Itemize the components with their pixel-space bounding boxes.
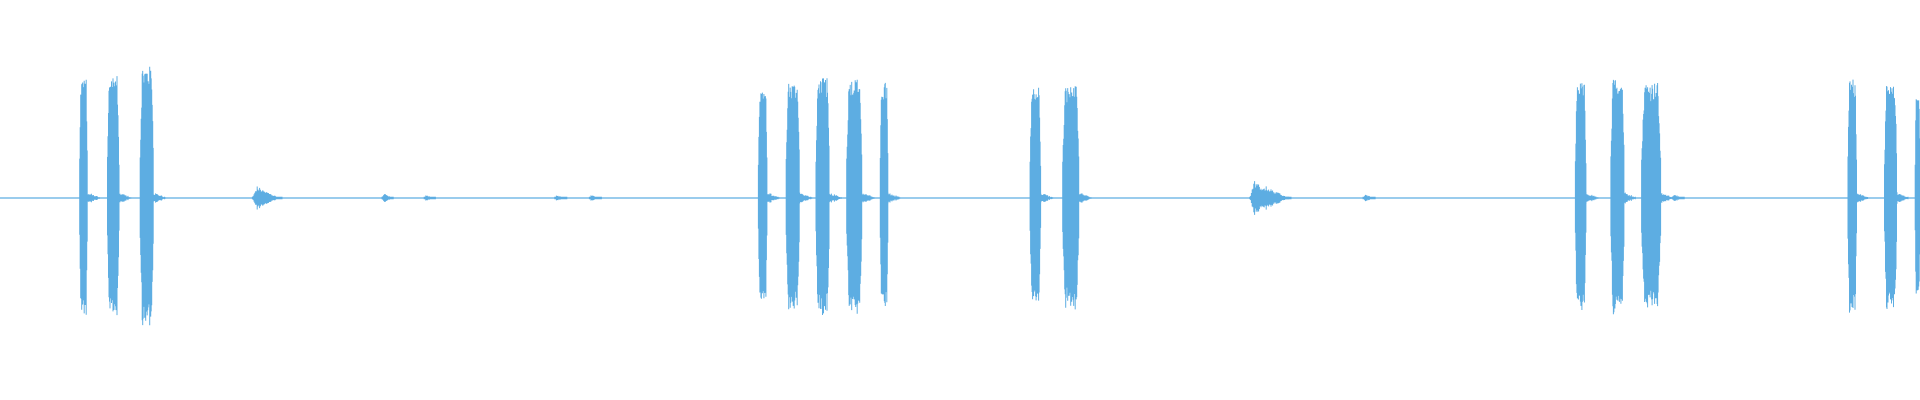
waveform-small-event <box>554 195 568 201</box>
waveform-burst-tail <box>1078 193 1093 203</box>
waveform-burst-tail <box>828 193 843 203</box>
waveform-small-event <box>251 186 283 210</box>
waveform-burst <box>785 83 800 310</box>
waveform-small-event <box>1362 194 1376 202</box>
waveform-burst <box>1062 86 1080 310</box>
waveform-burst-tail <box>766 193 781 203</box>
waveform-burst <box>846 79 863 314</box>
waveform-burst <box>815 78 830 315</box>
waveform-small-event <box>1276 192 1290 204</box>
waveform-burst <box>139 66 154 326</box>
waveform-burst <box>1884 86 1897 309</box>
waveform-burst-tail <box>887 192 902 204</box>
waveform-burst <box>1847 79 1857 313</box>
waveform-burst <box>1641 83 1662 308</box>
waveform-burst-tail <box>861 193 876 203</box>
waveform-burst <box>1574 83 1587 310</box>
waveform-burst-tail <box>1585 192 1600 204</box>
waveform-small-event <box>423 195 436 201</box>
waveform-burst <box>107 76 120 316</box>
waveform-small-event <box>588 195 602 201</box>
waveform-burst-tail <box>799 192 814 204</box>
waveform-burst <box>879 82 889 306</box>
waveform-small-event <box>1671 195 1685 201</box>
waveform-burst-tail <box>1896 192 1911 204</box>
waveform-burst-tail <box>153 193 168 203</box>
waveform-burst-tail <box>1623 192 1638 204</box>
waveform-burst <box>1914 99 1920 294</box>
waveform-burst <box>757 92 768 299</box>
waveform-burst <box>79 79 88 315</box>
waveform-burst-tail <box>1856 193 1871 203</box>
waveform-small-event <box>381 194 394 202</box>
waveform-burst <box>1029 87 1042 301</box>
waveform-burst <box>1610 79 1625 315</box>
waveform-burst-tail <box>1040 192 1055 204</box>
waveform-burst-tail <box>118 192 133 204</box>
waveform-burst-tail <box>86 193 101 203</box>
